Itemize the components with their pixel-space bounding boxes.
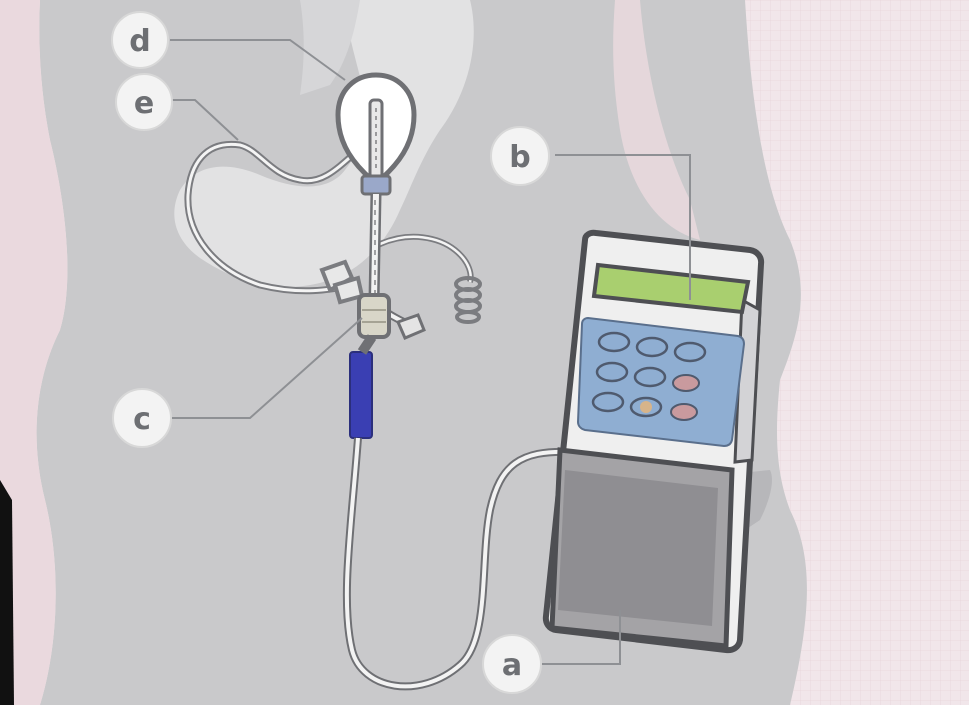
retention-ring (362, 176, 390, 194)
callout-c: c (113, 389, 171, 447)
callout-b: b (491, 127, 549, 185)
callout-d: d (112, 12, 168, 68)
pump-center-key (640, 401, 652, 413)
callout-a: a (483, 635, 541, 693)
callout-label-e: e (134, 86, 154, 121)
callout-label-a: a (502, 648, 522, 683)
pump-reservoir-cassette (558, 470, 718, 626)
callout-label-c: c (133, 402, 151, 437)
frame-shadow (0, 480, 14, 705)
callout-label-b: b (509, 140, 530, 175)
callout-label-d: d (129, 24, 150, 59)
callout-e: e (116, 74, 172, 130)
blue-tube-segment (350, 352, 372, 438)
infusion-pump (546, 233, 772, 650)
